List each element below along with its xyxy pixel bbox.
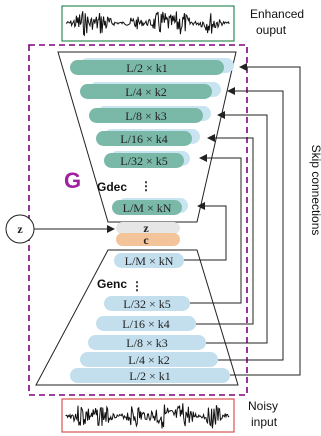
decoder-pill xyxy=(89,108,203,123)
decoder-ellipsis: ⋮ xyxy=(140,179,152,193)
noisy-label-line1: Noisy xyxy=(248,399,278,413)
encoder-pill xyxy=(96,316,196,331)
skip-connections-label: Skip connections xyxy=(309,145,321,236)
z-bar-label: z xyxy=(143,221,149,235)
decoder-pill xyxy=(112,200,182,215)
c-bar xyxy=(116,233,180,246)
encoder-pill xyxy=(114,253,184,268)
decoder-pill xyxy=(104,153,184,168)
encoder-ellipsis: ⋮ xyxy=(131,279,143,293)
noisy-label-line2: input xyxy=(251,415,278,429)
encoder-pill xyxy=(104,296,190,311)
encoder-pill-label: L/8 × k3 xyxy=(126,336,167,350)
enhanced-label-line2: ouput xyxy=(256,23,287,37)
decoder-pill-label: L/4 × k2 xyxy=(125,85,166,99)
encoder-pill xyxy=(88,335,206,350)
encoder-pill-label: L/16 × k4 xyxy=(122,317,169,331)
decoder-layers: L/2 × k1 L/4 × k2 L/8 × k3 L/16 × k4 L/3… xyxy=(70,58,234,215)
decoder-pill-label: L/2 × k1 xyxy=(126,61,167,75)
decoder-trapezoid xyxy=(57,51,237,223)
skip-connection-5 xyxy=(190,154,242,304)
c-bar-label: c xyxy=(143,233,149,247)
skip-connection-4 xyxy=(196,134,254,325)
decoder-pill-label: L/32 × k5 xyxy=(120,154,167,168)
decoder-pill-label: L/M × kN xyxy=(123,201,172,215)
gdec-label: Gdec xyxy=(97,180,127,194)
encoder-pill-label: L/M × kN xyxy=(125,254,174,268)
decoder-pill xyxy=(80,84,212,99)
encoder-pill-label: L/4 × k2 xyxy=(128,353,169,367)
encoder-layers: L/M × kN L/32 × k5 L/16 × k4 L/8 × k3 L/… xyxy=(70,253,230,383)
skip-connections xyxy=(184,63,301,376)
z-input-label: z xyxy=(17,222,23,236)
noisy-input-waveform xyxy=(61,398,235,433)
encoder-trapezoid xyxy=(35,249,239,386)
decoder-pill xyxy=(70,60,224,75)
skip-connection-3 xyxy=(206,111,268,344)
decoder-pill-label: L/8 × k3 xyxy=(125,109,166,123)
decoder-pill-label: L/16 × k4 xyxy=(120,132,167,146)
enhanced-label-line1: Enhanced xyxy=(250,7,304,21)
skip-connection-1 xyxy=(230,63,301,376)
genc-label: Genc xyxy=(97,277,127,291)
encoder-pill xyxy=(70,368,230,383)
encoder-pill-label: L/32 × k5 xyxy=(123,297,170,311)
g-label: G xyxy=(64,168,81,193)
encoder-pill-label: L/2 × k1 xyxy=(129,369,170,383)
skip-connection-n xyxy=(184,202,227,261)
encoder-pill xyxy=(80,352,218,367)
z-bar xyxy=(116,222,180,234)
decoder-pill xyxy=(96,131,192,146)
skip-connection-2 xyxy=(218,87,284,361)
enhanced-output-waveform xyxy=(61,5,235,42)
